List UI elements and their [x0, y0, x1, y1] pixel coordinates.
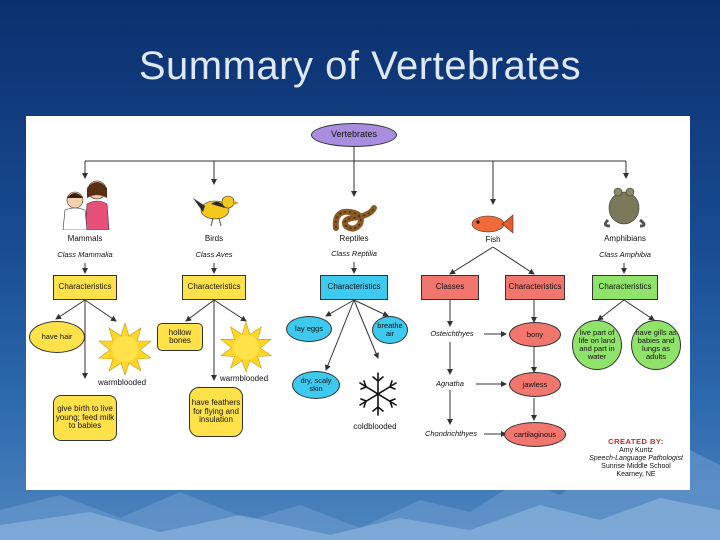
fish-jawless: jawless	[509, 372, 561, 397]
reptiles-lay-eggs: lay eggs	[286, 316, 332, 342]
fish-cartilaginous: cartilaginous	[504, 422, 566, 447]
class-mammalia: Class Mammalia	[57, 250, 113, 260]
snowflake-icon	[359, 372, 397, 416]
fish-icon	[471, 214, 514, 234]
birds-characteristics-box: Characteristics	[182, 275, 246, 300]
amphibians-gills-and-lungs: have gills as babies and lungs as adults	[631, 320, 681, 370]
root-vertebrates: Vertebrates	[311, 123, 397, 147]
reptiles-coldblooded: coldblooded	[353, 421, 397, 431]
class-aves: Class Aves	[195, 250, 233, 260]
mammals-people-icon	[62, 180, 110, 230]
credit-created-by: CREATED BY:	[608, 437, 664, 446]
group-reptiles-name: Reptiles	[339, 233, 369, 243]
credit-author: Amy Kuntz	[619, 446, 653, 454]
mammals-warmblooded: warmblooded	[97, 377, 147, 387]
birds-hollow-bones: hollow bones	[157, 323, 203, 351]
credit-school: Sunrise Middle School	[601, 462, 671, 470]
reptiles-characteristics-box: Characteristics	[320, 275, 388, 300]
mammals-live-young: give birth to live young; feed milk to b…	[53, 395, 117, 441]
credit-role: Speech-Language Pathologist	[589, 454, 683, 462]
snake-icon	[332, 205, 377, 232]
sun-icon	[98, 322, 152, 376]
mammals-have-hair: have hair	[29, 321, 85, 353]
mammals-characteristics-box: Characteristics	[53, 275, 117, 300]
class-reptilia: Class Reptilia	[331, 249, 377, 259]
slide-title: Summary of Vertebrates	[138, 44, 582, 88]
group-amphibians-name: Amphibians	[604, 233, 646, 243]
group-birds-name: Birds	[204, 233, 224, 243]
credit-block: CREATED BY: Amy Kuntz Speech-Language Pa…	[586, 437, 686, 479]
reptiles-dry-scaly-skin: dry, scaly skin	[292, 371, 340, 399]
fish-classes-box: Classes	[421, 275, 479, 300]
connector-lines	[55, 146, 655, 437]
amphibians-characteristics-box: Characteristics	[592, 275, 658, 300]
amphibians-land-and-water: live part of life on land and part in wa…	[572, 320, 622, 370]
mountain-background	[0, 450, 720, 540]
bird-icon	[193, 195, 239, 227]
class-amphibia: Class Amphibia	[599, 250, 651, 260]
group-mammals-name: Mammals	[67, 233, 103, 243]
reptiles-breathe-air: breathe air	[372, 316, 408, 344]
fish-bony: bony	[509, 322, 561, 347]
birds-warmblooded: warmblooded	[219, 373, 269, 383]
frog-icon	[603, 187, 646, 228]
credit-location: Kearney, NE	[616, 470, 656, 478]
concept-map: Vertebrates Mammals Birds Reptiles Fish …	[26, 116, 690, 490]
fish-class-agnatha: Agnatha	[436, 379, 464, 389]
sun-icon	[220, 321, 272, 373]
birds-feathers: have feathers for flying and insulation	[189, 387, 243, 437]
fish-class-chondrichthyes: Chondrichthyes	[424, 429, 478, 439]
group-fish-name: Fish	[485, 234, 501, 244]
fish-characteristics-box: Characteristics	[505, 275, 565, 300]
fish-class-osteichthyes: Osteichthyes	[430, 329, 474, 339]
